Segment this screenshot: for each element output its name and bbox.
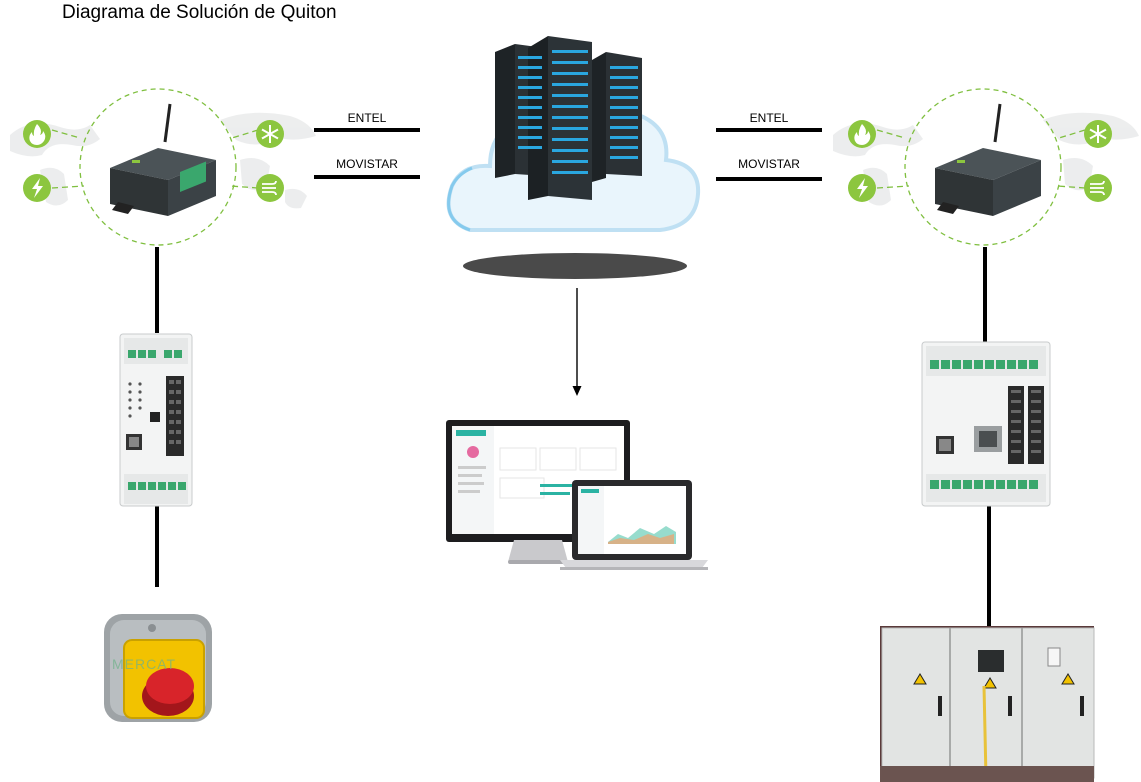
left-plc-module: [118, 332, 194, 508]
left-gateway-graphic: [10, 88, 316, 246]
right-gateway-to-plc-line: [983, 247, 987, 342]
left-link-label-movistar: MOVISTAR: [336, 157, 398, 171]
web-dashboard: [444, 418, 712, 580]
right-gateway-graphic: [833, 88, 1139, 246]
coverage-circle: [904, 88, 1062, 246]
lightning-icon: [23, 174, 51, 202]
right-plc-graphic: [921, 341, 1051, 507]
wind-icon: [256, 174, 284, 202]
fire-icon: [23, 120, 51, 148]
fire-icon: [848, 120, 876, 148]
left-link-label-entel: ENTEL: [347, 111, 387, 125]
right-plc-module: [920, 340, 1052, 508]
server-lights: [518, 50, 638, 174]
lightning-icon: [848, 174, 876, 202]
right-link-label-entel: ENTEL: [749, 111, 789, 125]
server-rack-right: [592, 52, 642, 182]
emergency-stop-graphic: [104, 614, 212, 722]
left-plc-graphic: [119, 333, 193, 507]
snowflake-icon: [1084, 120, 1112, 148]
wind-icon: [1084, 174, 1112, 202]
right-link-line-entel: [716, 128, 822, 132]
laptop: [560, 480, 708, 570]
left-gateway-node: [0, 88, 320, 250]
electrical-cabinet-graphic: [880, 626, 1095, 782]
cloud-to-dashboard-arrow: [570, 288, 584, 398]
router-device: [935, 103, 1041, 216]
left-gateway-to-plc-line: [155, 247, 159, 333]
cloud-server-graphic: [446, 36, 701, 279]
dashboard-devices-graphic: [446, 420, 708, 570]
cloud-server: [440, 30, 710, 285]
emergency-stop-button: MERCAT: [100, 610, 216, 726]
left-link-line-movistar: [314, 175, 420, 179]
router-device: [110, 103, 216, 216]
right-plc-to-panel-line: [987, 505, 991, 627]
watermark-logo: MERCAT: [112, 656, 177, 672]
snowflake-icon: [256, 120, 284, 148]
left-link-line-entel: [314, 128, 420, 132]
right-gateway-node: [823, 88, 1141, 250]
cloud-shadow: [463, 253, 687, 279]
right-link-label-movistar: MOVISTAR: [738, 157, 800, 171]
coverage-circle: [79, 88, 237, 246]
diagram-title: Diagrama de Solución de Quiton: [62, 2, 337, 23]
right-link-line-movistar: [716, 177, 822, 181]
electrical-cabinet: [880, 626, 1095, 782]
left-plc-to-button-line: [155, 505, 159, 587]
